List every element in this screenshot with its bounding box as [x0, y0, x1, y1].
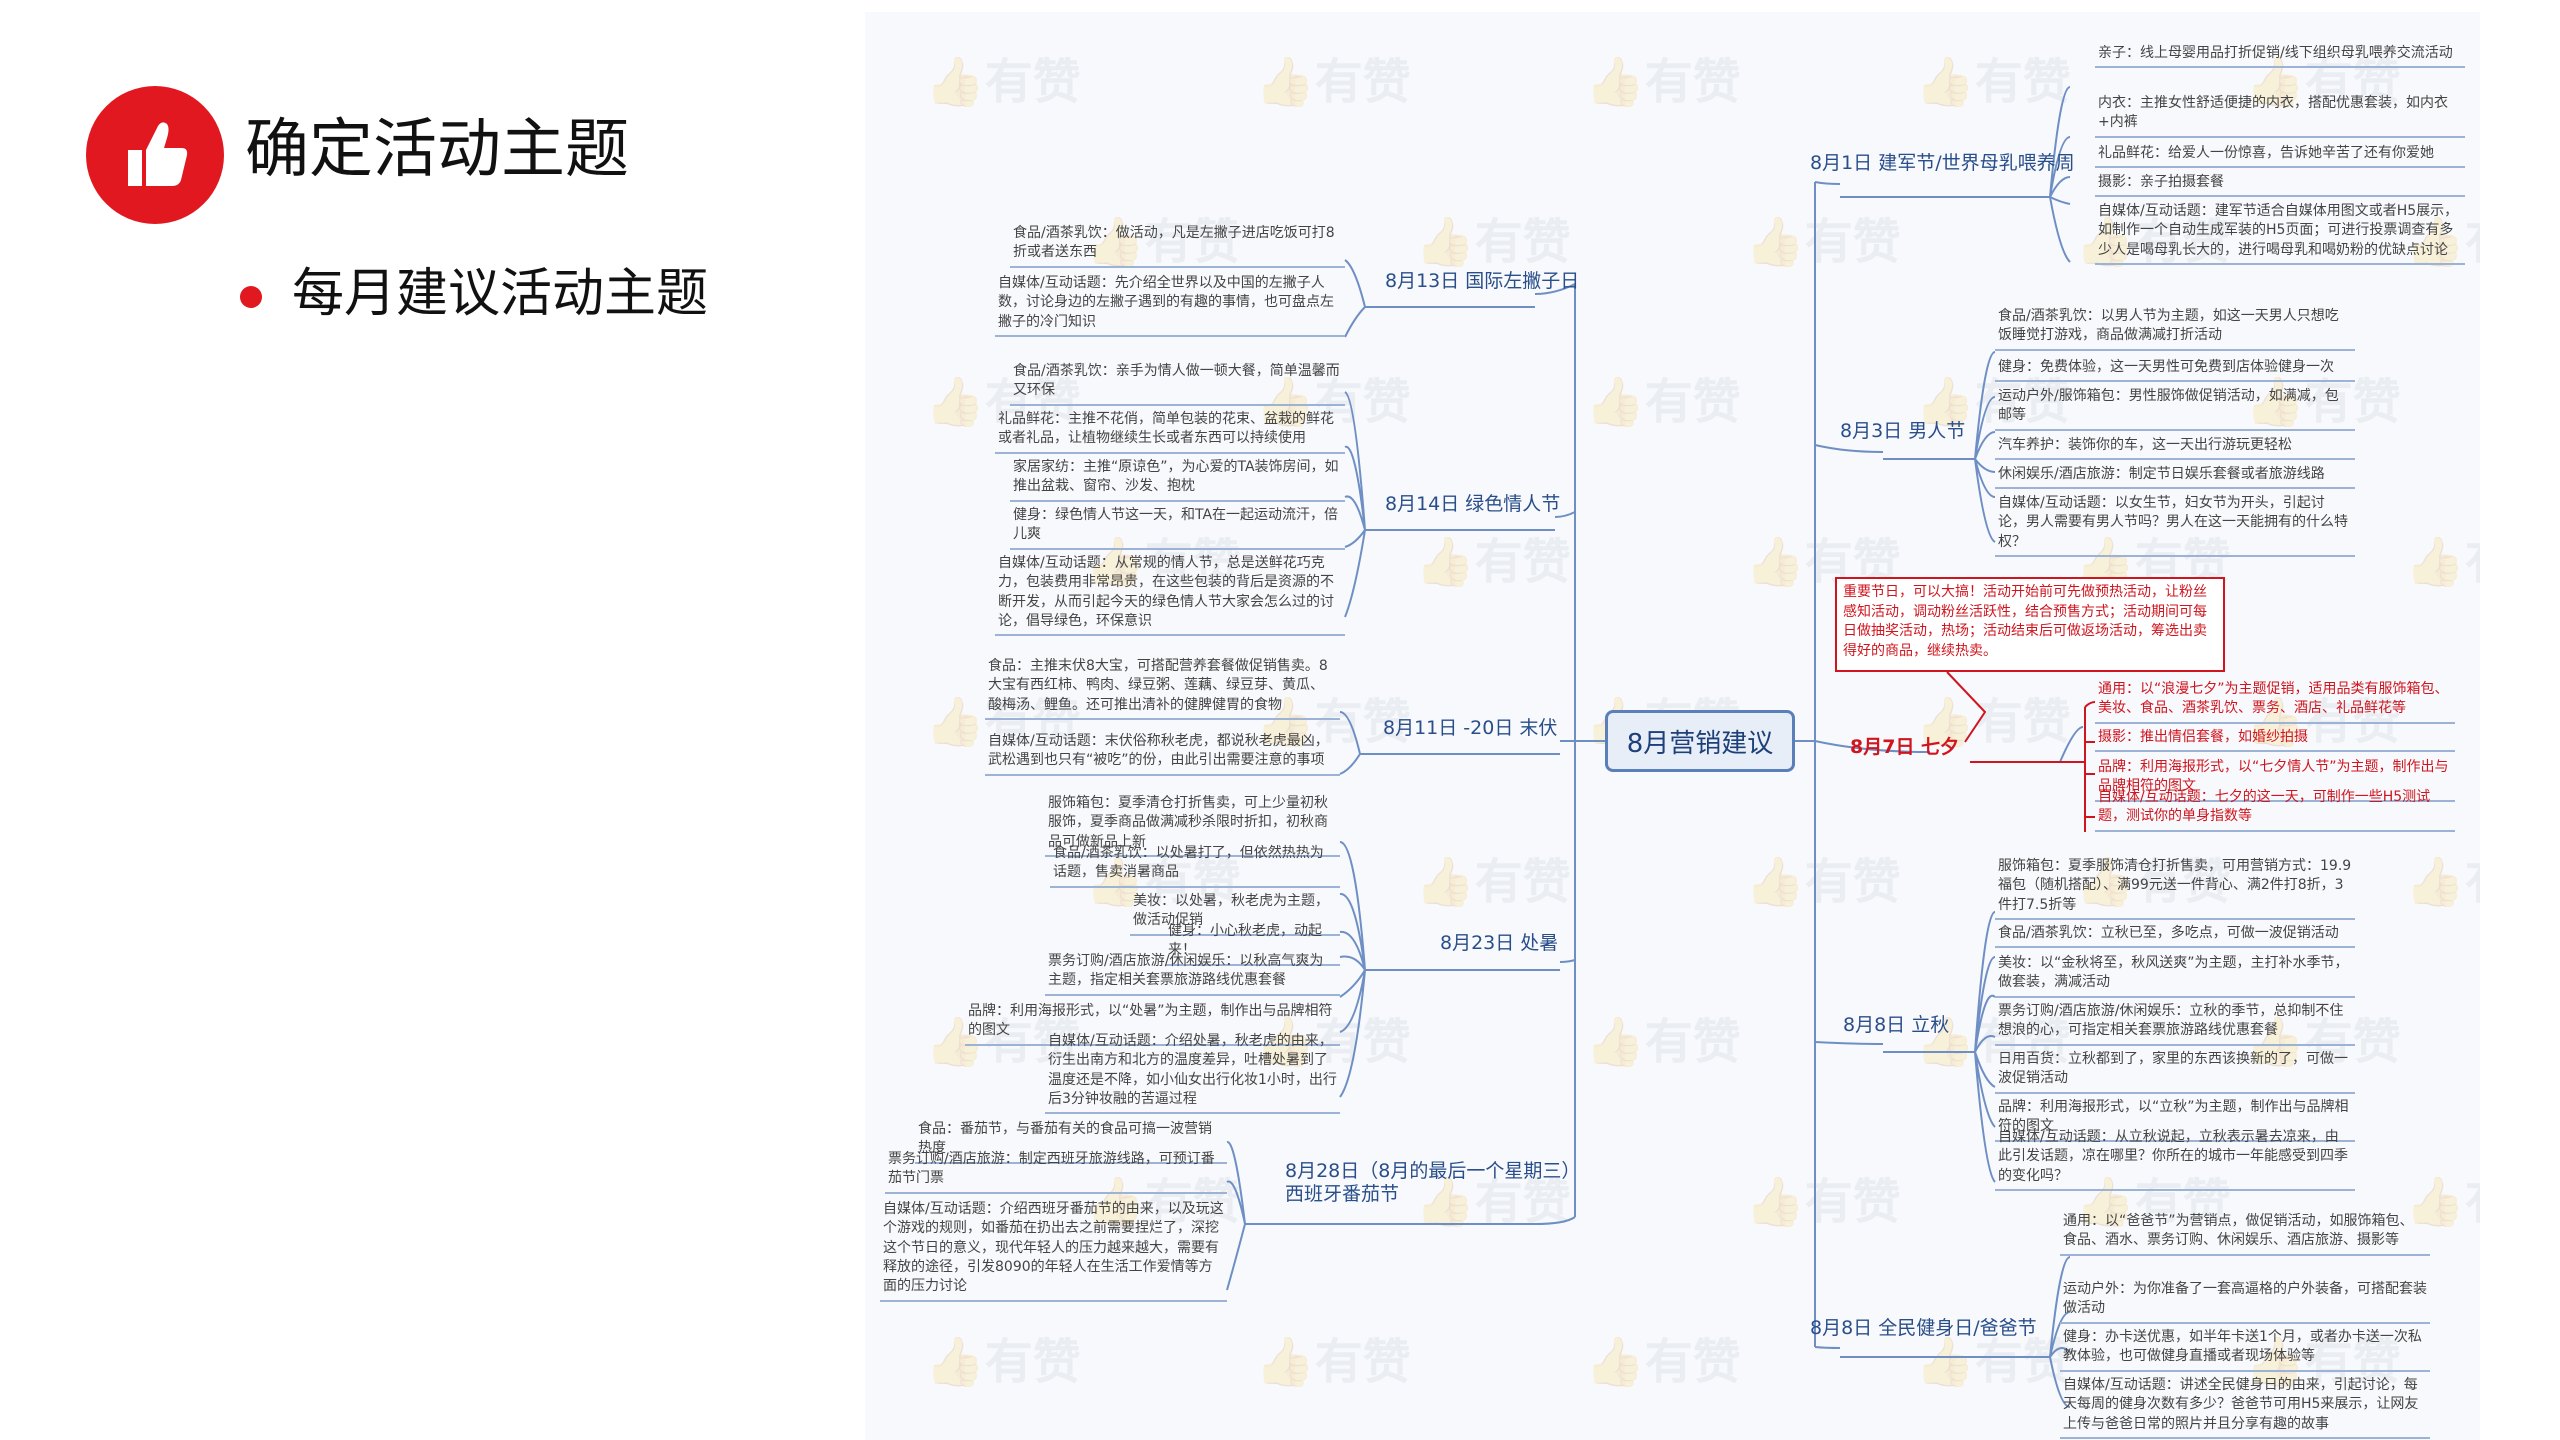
leaf-6-5: 自媒体/互动话题：以女生节，妇女节为开头，引起讨论，男人需要有男人节吗？男人在这…	[1995, 494, 2355, 557]
leaf-6-3: 汽车养护：装饰你的车，这一天出行游玩更轻松	[1995, 436, 2355, 461]
connector-left-trunk	[1574, 284, 1605, 1217]
mindmap-center-node: 8月营销建议	[1605, 710, 1795, 772]
branch-label-4: 8月28日（8月的最后一个星期三）西班牙番茄节	[1285, 1160, 1571, 1205]
connector-right-trunk	[1795, 182, 1816, 1347]
leaf-6-4: 休闲娱乐/酒店旅游：制定节日娱乐套餐或者旅游线路	[1995, 465, 2355, 490]
leaf-2-0: 食品：主推末伏8大宝，可搭配营养套餐做促销售卖。8大宝有西红柿、鸭肉、绿豆粥、莲…	[985, 657, 1340, 720]
leaf-5-3: 摄影：亲子拍摄套餐	[2095, 173, 2465, 198]
branch-label-2: 8月11日 -20日 末伏	[1383, 717, 1558, 739]
leaf-1-2: 家居家纺：主推“原谅色”，为心爱的TA装饰房间，如推出盆栽、窗帘、沙发、抱枕	[1010, 458, 1345, 502]
leaf-1-4: 自媒体/互动话题：从常规的情人节，总是送鲜花巧克力，包装费用非常昂贵，在这些包装…	[995, 554, 1345, 637]
leaf-3-6: 自媒体/互动话题：介绍处暑，秋老虎的由来，衍生出南方和北方的温度差异，吐槽处暑到…	[1045, 1032, 1340, 1115]
callout-pointer	[1946, 671, 1987, 743]
connector-b6	[1814, 444, 1884, 453]
leaf-4-2: 自媒体/互动话题：介绍西班牙番茄节的由来，以及玩这个游戏的规则，如番茄在扔出去之…	[880, 1200, 1227, 1302]
branch-label-8: 8月8日 立秋	[1843, 1014, 1950, 1036]
branch-label-6: 8月3日 男人节	[1840, 420, 1966, 442]
connector-b5	[1814, 181, 1841, 185]
mindmap-connectors	[1226, 86, 2096, 1408]
leaf-6-1: 健身：免费体验，这一天男性可免费到店体验健身一次	[1995, 358, 2355, 383]
leaf-6-2: 运动户外/服饰箱包：男性服饰做促销活动，如满减，包邮等	[1995, 387, 2355, 431]
leaf-7-0: 通用：以“浪漫七夕”为主题促销，适用品类有服饰箱包、美妆、食品、酒茶乳饮、票务、…	[2095, 680, 2455, 724]
leaf-5-1: 内衣：主推女性舒适便捷的内衣，搭配优惠套装，如内衣+内裤	[2095, 94, 2465, 138]
connector-b3	[1559, 959, 1576, 963]
connector-b4	[1534, 1216, 1576, 1225]
leaf-5-0: 亲子：线上母婴用品打折促销/线下组织母乳喂养交流活动	[2095, 44, 2465, 69]
leaf-9-3: 自媒体/互动话题：讲述全民健身日的由来，引起讨论，每天每周的健身次数有多少？爸爸…	[2060, 1376, 2430, 1439]
leaf-8-2: 美妆：以“金秋将至，秋风送爽”为主题，主打补水季节，做套装，满减活动	[1995, 954, 2355, 998]
connector-b0	[1534, 283, 1576, 295]
page-title: 确定活动主题	[245, 113, 629, 187]
connector-b7	[1814, 740, 1931, 753]
leaf-7-3: 自媒体/互动话题：七夕的这一天，可制作一些H5测试题，测试你的单身指数等	[2095, 788, 2455, 832]
leaf-0-0: 食品/酒茶乳饮：做活动，凡是左撇子进店吃饭可打8折或者送东西	[1010, 224, 1345, 268]
leaf-2-1: 自媒体/互动话题：末伏俗称秋老虎，都说秋老虎最凶，武松遇到也只有“被吃”的份，由…	[985, 732, 1340, 776]
leaf-4-0: 食品：番茄节，与番茄有关的食品可搞一波营销热度	[915, 1120, 1227, 1164]
connector-b9	[1814, 1346, 1841, 1349]
leaf-0-1: 自媒体/互动话题：先介绍全世界以及中国的左撇子人数，讨论身边的左撇子遇到的有趣的…	[995, 274, 1345, 337]
connector-b8	[1814, 1041, 1884, 1045]
leaf-8-0: 服饰箱包：夏季服饰清仓打折售卖，可用营销方式：19.9福包（随机搭配）、满99元…	[1995, 857, 2355, 920]
branch-label-7: 8月7日 七夕	[1850, 736, 1960, 758]
leaf-9-2: 健身：办卡送优惠，如半年卡送1个月，或者办卡送一次私教体验，也可做健身直播或者现…	[2060, 1328, 2430, 1372]
mindmap-canvas: 👍有赞👍有赞👍有赞👍有赞👍有赞👍有赞👍有赞👍有赞👍有赞👍有赞👍有赞👍有赞👍有赞👍…	[865, 12, 2480, 1440]
qixi-callout-note: 重要节日，可以大搞！活动开始前可先做预热活动，让粉丝感知活动，调动粉丝活跃性，结…	[1835, 577, 2225, 672]
leaf-9-0: 通用：以“爸爸节”为营销点，做促销活动，如服饰箱包、食品、酒水、票务订购、休闲娱…	[2060, 1212, 2430, 1256]
connector-b7-red	[1970, 707, 2086, 832]
leaf-3-2: 美妆：以处暑，秋老虎为主题，做活动促销	[1130, 892, 1340, 936]
branch-label-9: 8月8日 全民健身日/爸爸节	[1810, 1317, 2037, 1339]
leaf-3-1: 食品/酒茶乳饮：以处暑打了，但依然热热为话题，售卖消暑商品	[1050, 844, 1340, 888]
leaf-1-0: 食品/酒茶乳饮：亲手为情人做一顿大餐，简单温馨而又环保	[1010, 362, 1345, 406]
leaf-8-6: 自媒体/互动话题：从立秋说起，立秋表示暑去凉来，由此引发话题，凉在哪里？你所在的…	[1995, 1128, 2355, 1191]
leaf-5-2: 礼品鲜花：给爱人一份惊喜，告诉她辛苦了还有你爱她	[2095, 144, 2465, 169]
dot-bullet-icon	[240, 286, 262, 308]
leaf-3-3: 健身：小心秋老虎，动起来！	[1165, 922, 1340, 966]
thumbs-up-logo	[86, 86, 224, 224]
connector-b1	[1554, 511, 1576, 518]
branch-label-3: 8月23日 处暑	[1440, 932, 1559, 954]
leaf-8-3: 票务订购/酒店旅游/休闲娱乐：立秋的季节，总抑制不住想浪的心，可指定相关套票旅游…	[1995, 1002, 2355, 1046]
leaf-8-5: 品牌：利用海报形式，以“立秋”为主题，制作出与品牌相符的图文	[1995, 1098, 2355, 1142]
page-subtitle: 每月建议活动主题	[292, 264, 709, 324]
leaf-3-5: 品牌：利用海报形式，以“处暑”为主题，制作出与品牌相符的图文	[965, 1002, 1340, 1046]
branch-label-1: 8月14日 绿色情人节	[1385, 493, 1561, 515]
leaf-5-4: 自媒体/互动话题：建军节适合自媒体用图文或者H5展示，如制作一个自动生成军装的H…	[2095, 202, 2465, 265]
branch-label-0: 8月13日 国际左撇子日	[1385, 270, 1580, 292]
leaf-8-4: 日用百货：立秋都到了，家里的东西该换新的了，可做一波促销活动	[1995, 1050, 2355, 1094]
leaf-6-0: 食品/酒茶乳饮：以男人节为主题，如这一天男人只想吃饭睡觉打游戏，商品做满减打折活…	[1995, 307, 2355, 351]
leaf-1-3: 健身：绿色情人节这一天，和TA在一起运动流汗，倍儿爽	[1010, 506, 1345, 550]
leaf-3-0: 服饰箱包：夏季清仓打折售卖，可上少量初秋服饰，夏季商品做满减秒杀限时折扣，初秋商…	[1045, 794, 1340, 857]
leaf-1-1: 礼品鲜花：主推不花俏，简单包装的花束、盆栽的鲜花或者礼品，让植物继续生长或者东西…	[995, 410, 1345, 454]
leaf-4-1: 票务订购/酒店旅游：制定西班牙旅游线路，可预订番茄节门票	[885, 1150, 1227, 1194]
leaf-9-1: 运动户外：为你准备了一套高逼格的户外装备，可搭配套装做活动	[2060, 1280, 2430, 1324]
leaf-7-2: 品牌：利用海报形式，以“七夕情人节”为主题，制作出与品牌相符的图文	[2095, 758, 2455, 802]
leaf-7-1: 摄影：推出情侣套餐，如婚纱拍摄	[2095, 728, 2455, 753]
leaf-8-1: 食品/酒茶乳饮：立秋已至，多吃点，可做一波促销活动	[1995, 924, 2355, 949]
branch-label-5: 8月1日 建军节/世界母乳喂养周	[1810, 152, 2075, 174]
leaf-3-4: 票务订购/酒店旅游/休闲娱乐：以秋高气爽为主题，指定相关套票旅游路线优惠套餐	[1045, 952, 1340, 996]
thumbs-up-icon	[128, 122, 188, 186]
